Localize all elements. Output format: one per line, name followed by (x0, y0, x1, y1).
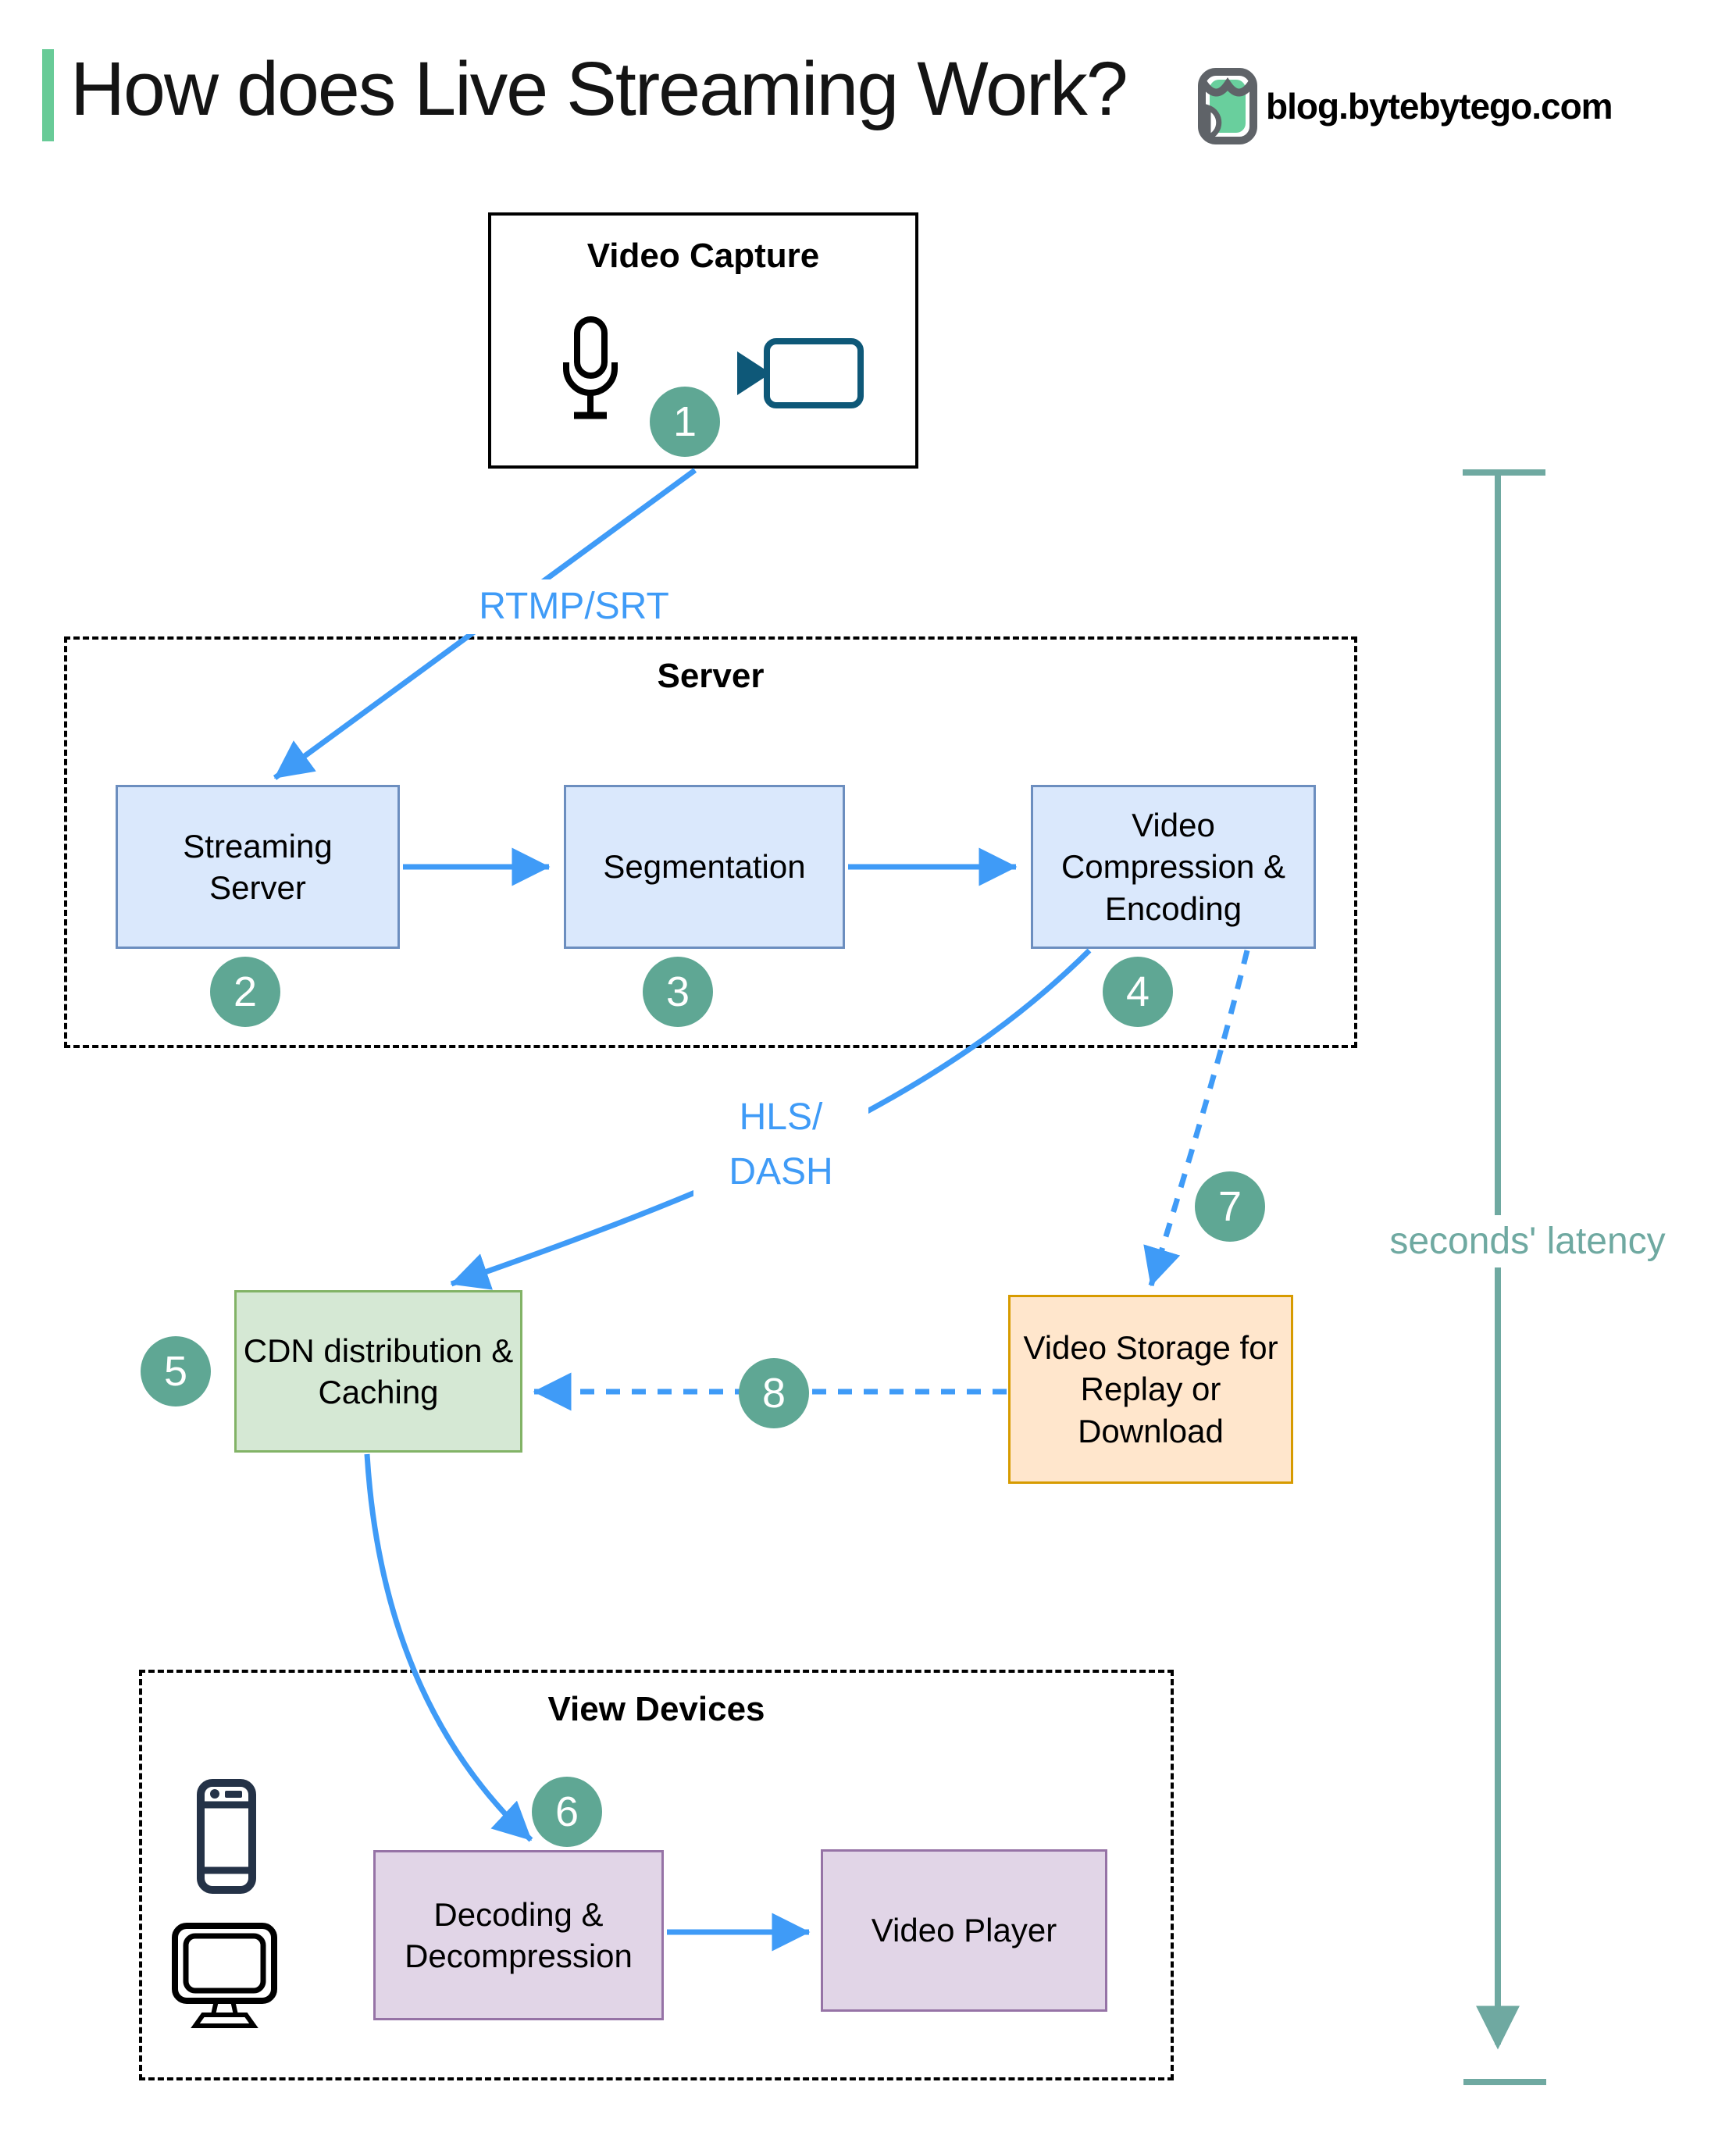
arrow-cdn-to-decoding (364, 1453, 533, 1842)
step-badge-4: 4 (1103, 957, 1173, 1027)
brand: blog.bytebytego.com (1197, 67, 1613, 145)
label-rtmp-srt: RTMP/SRT (453, 579, 695, 634)
node-streaming-server-label: Streaming Server (183, 827, 333, 906)
video-camera-icon (737, 338, 864, 408)
node-segmentation: Segmentation (564, 785, 845, 949)
step-badge-7: 7 (1195, 1171, 1265, 1242)
node-video-compression-label: Video Compression & Encoding (1060, 807, 1286, 927)
node-video-capture-label: Video Capture (586, 237, 820, 275)
page-title: How does Live Streaming Work? (70, 46, 1128, 131)
group-view-devices-label: View Devices (547, 1690, 765, 1728)
node-decoding-label: Decoding & Decompression (405, 1895, 633, 1974)
node-video-storage-label: Video Storage for Replay or Download (1023, 1329, 1278, 1449)
step-badge-8: 8 (739, 1358, 809, 1428)
node-video-storage: Video Storage for Replay or Download (1008, 1295, 1293, 1484)
step-badge-3: 3 (643, 957, 713, 1027)
smartphone-icon (197, 1779, 256, 1894)
site-url: blog.bytebytego.com (1266, 86, 1613, 127)
label-seconds-latency: seconds' latency (1365, 1215, 1690, 1267)
group-server: Server (64, 636, 1357, 1048)
node-cdn: CDN distribution & Caching (234, 1290, 522, 1453)
node-streaming-server: Streaming Server (116, 785, 400, 949)
node-video-player: Video Player (821, 1849, 1107, 2012)
step-badge-6: 6 (532, 1777, 602, 1847)
step-badge-5: 5 (141, 1336, 211, 1406)
node-video-player-label: Video Player (871, 1912, 1057, 1949)
group-server-label: Server (657, 657, 765, 695)
label-hls-dash: HLS/ DASH (693, 1090, 868, 1200)
node-cdn-label: CDN distribution & Caching (243, 1332, 514, 1410)
monitor-icon (172, 1923, 277, 2028)
title-accent-bar (42, 49, 54, 141)
bytebytego-logo-icon (1198, 68, 1257, 144)
node-segmentation-label: Segmentation (603, 848, 806, 886)
step-badge-2: 2 (210, 957, 280, 1027)
group-view-devices: View Devices (139, 1670, 1174, 2080)
node-video-compression: Video Compression & Encoding (1031, 785, 1316, 949)
microphone-icon (563, 316, 618, 419)
node-decoding: Decoding & Decompression (373, 1850, 664, 2020)
step-badge-1: 1 (650, 387, 720, 457)
